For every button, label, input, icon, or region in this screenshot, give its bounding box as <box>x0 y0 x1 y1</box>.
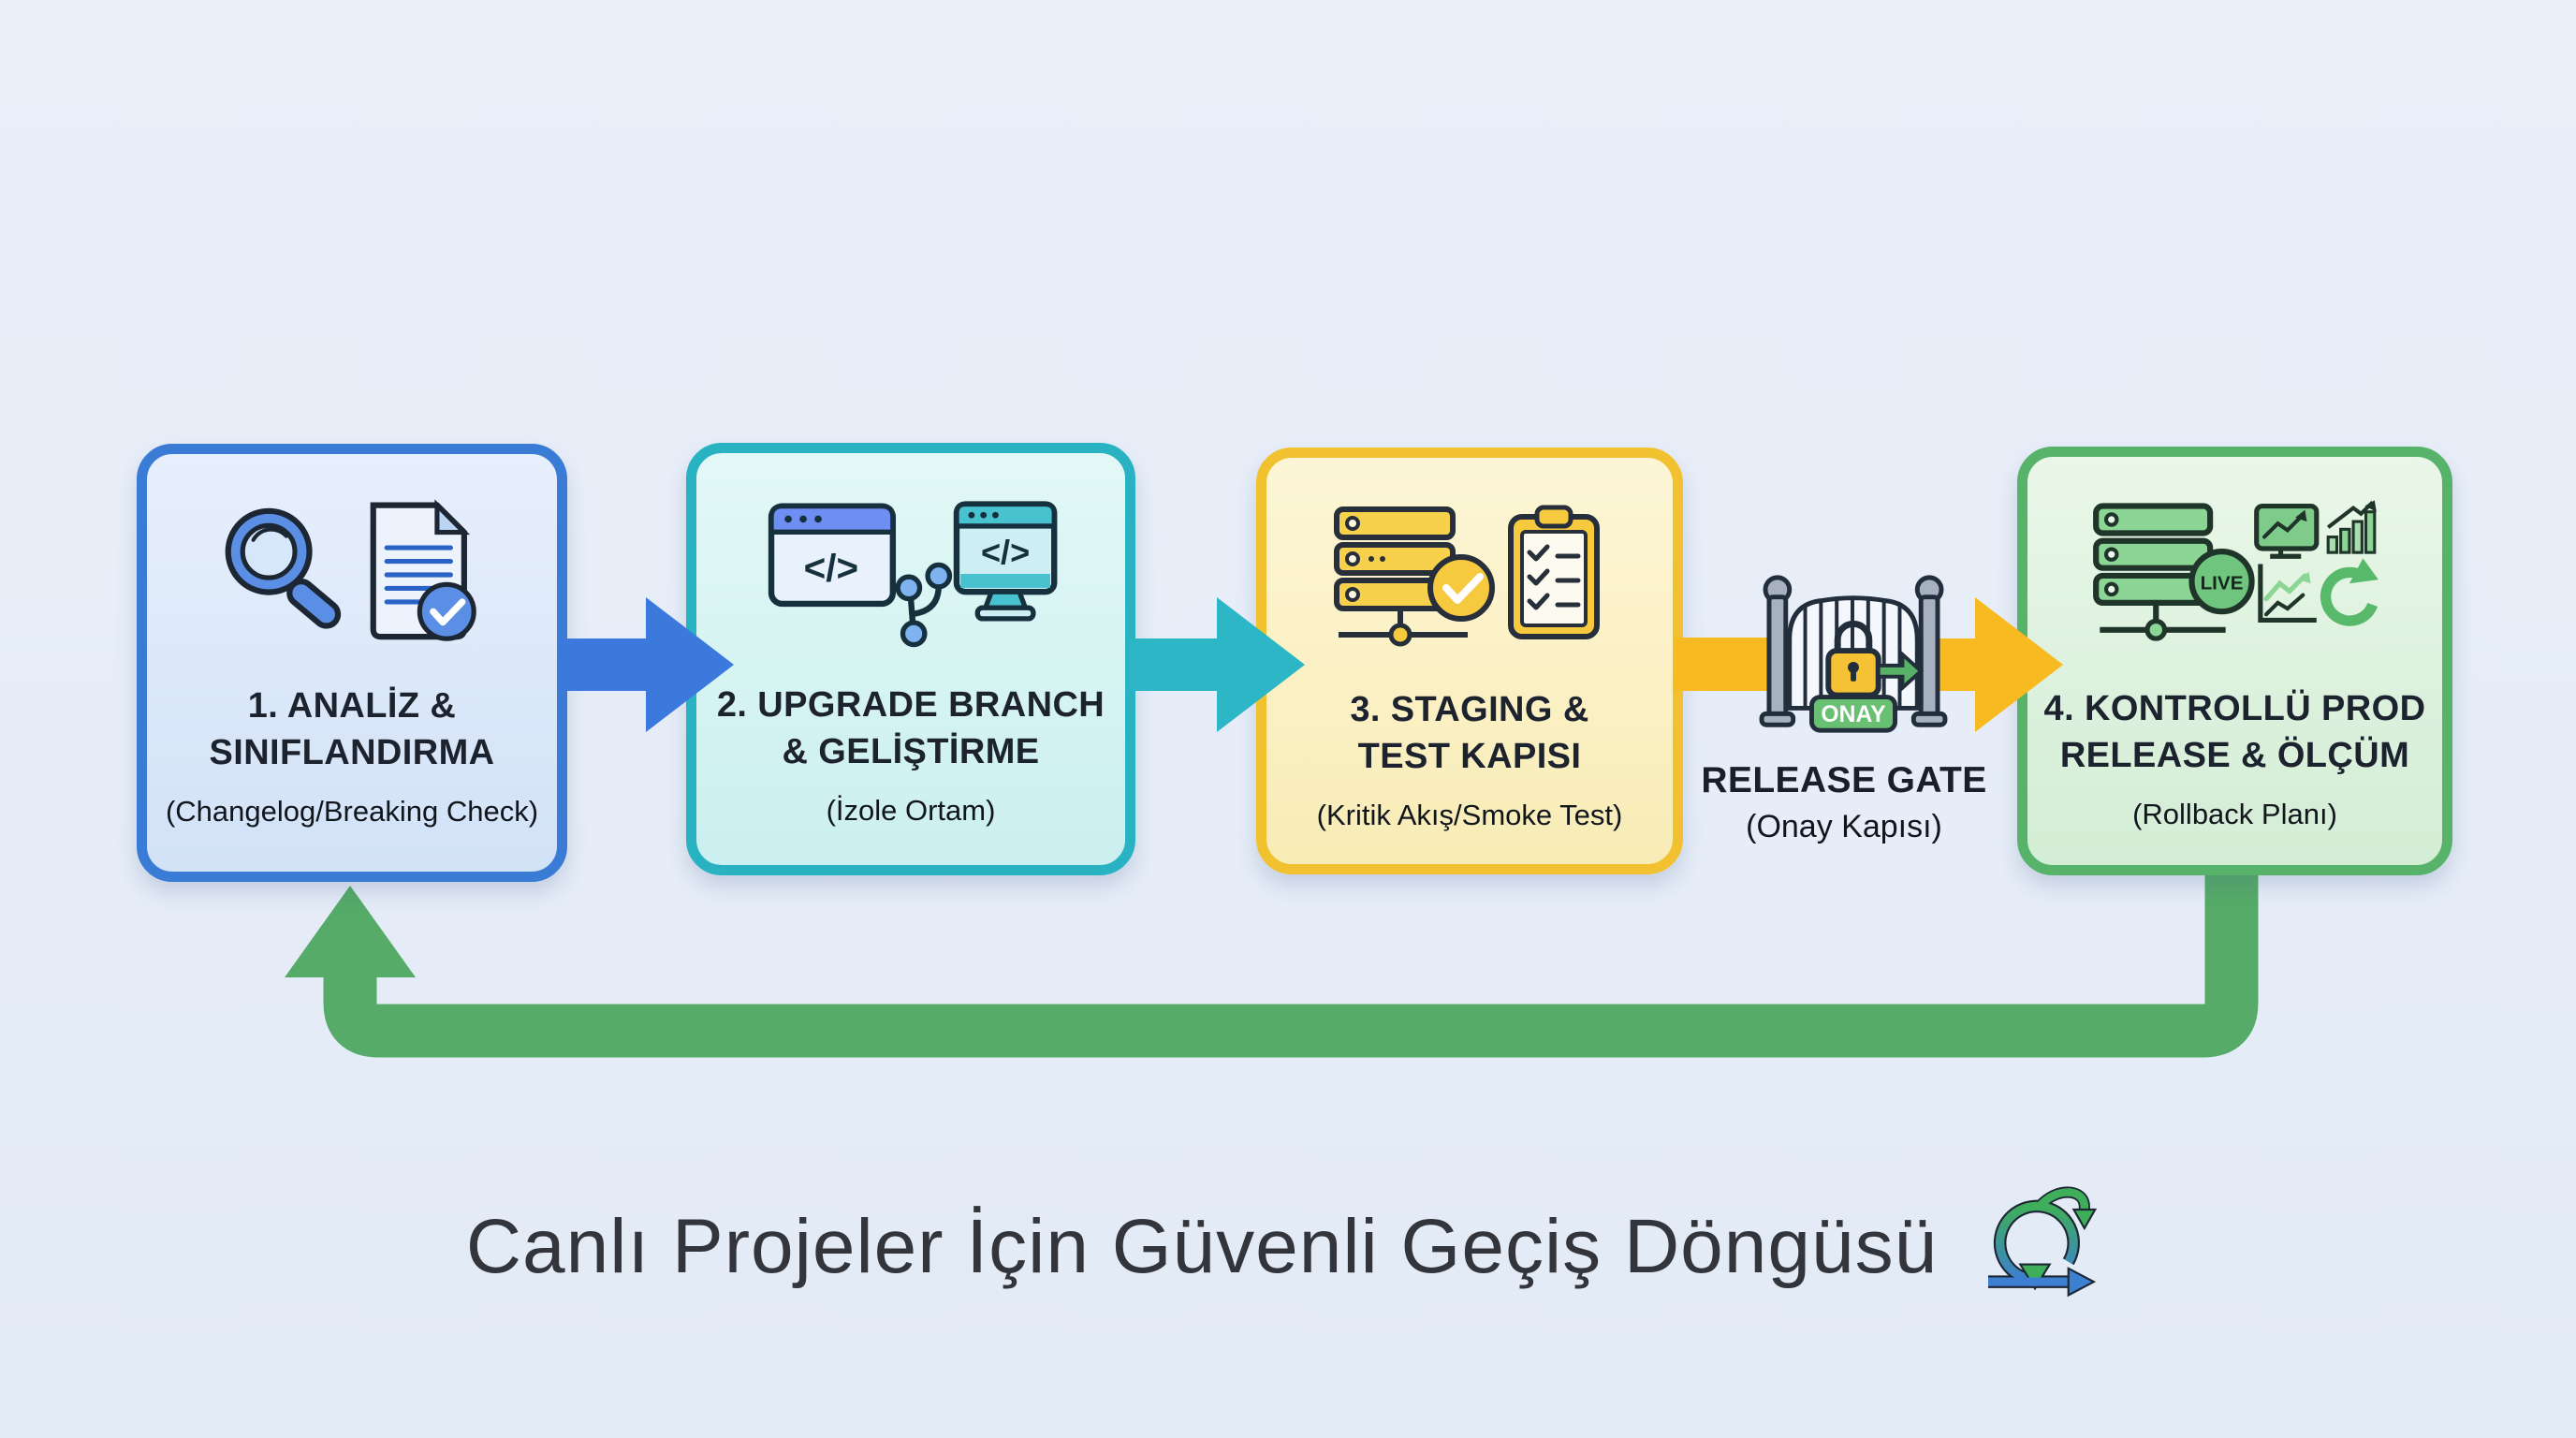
gate-icon: ONAY <box>1759 575 1948 733</box>
step3-box: 3. STAGING & TEST KAPISI (Kritik Akış/Sm… <box>1256 448 1683 874</box>
step2-title: 2. UPGRADE BRANCH & GELİŞTİRME <box>717 682 1105 775</box>
step2-title-line2: & GELİŞTİRME <box>782 732 1040 772</box>
svg-text:</>: </> <box>981 533 1030 571</box>
step1-title-line1: 1. ANALİZ & <box>247 686 457 726</box>
step1-icons <box>207 492 497 658</box>
monitor-chart-icon <box>2253 503 2319 559</box>
arrow-step2-to-step3 <box>1129 597 1305 732</box>
step2-subtitle: (İzole Ortam) <box>826 794 996 828</box>
release-gate: ONAY <box>1756 569 1951 750</box>
step1-title-line2: SINIFLANDIRMA <box>209 733 495 773</box>
live-server-icon: LIVE <box>2092 503 2255 641</box>
gate-post-left <box>1759 575 1796 727</box>
magnifier-icon <box>225 507 342 629</box>
code-window-icon: </> <box>768 503 897 608</box>
release-gate-label: RELEASE GATE (Onay Kapısı) <box>1657 760 2031 845</box>
rollback-arrow-icon <box>2320 558 2378 626</box>
feedback-loop-arrow <box>285 873 2259 1058</box>
step3-title-line2: TEST KAPISI <box>1357 737 1582 777</box>
staging-icons <box>1334 505 1600 647</box>
footer-caption: Canlı Projeler İçin Güvenli Geçiş Döngüs… <box>0 1181 2576 1313</box>
step3-title: 3. STAGING & TEST KAPISI <box>1350 686 1588 780</box>
step2-icons: </> </> <box>761 491 1061 657</box>
step3-subtitle: (Kritik Akış/Smoke Test) <box>1316 799 1623 832</box>
line-chart-icon <box>2257 564 2317 624</box>
step1-subtitle: (Changelog/Breaking Check) <box>165 795 539 829</box>
iteration-cycle-icon <box>1988 1186 2098 1298</box>
step3-icons <box>1329 495 1610 662</box>
code-monitor-icon: </> <box>953 501 1058 622</box>
step4-subtitle: (Rollback Planı) <box>2132 798 2337 831</box>
step4-box: LIVE <box>2017 447 2452 875</box>
step4-icons: LIVE <box>2090 494 2380 661</box>
svg-text:</>: </> <box>804 546 858 589</box>
footer-title: Canlı Projeler İçin Güvenli Geçiş Döngüs… <box>465 1204 1939 1289</box>
step4-title: 4. KONTROLLÜ PROD RELEASE & ÖLÇÜM <box>2044 685 2426 779</box>
git-branch-icon <box>895 562 953 648</box>
step1-title: 1. ANALİZ & SINIFLANDIRMA <box>210 682 495 776</box>
analysis-icons <box>225 499 476 641</box>
step1-box: 1. ANALİZ & SINIFLANDIRMA (Changelog/Bre… <box>137 444 567 882</box>
gate-post-right <box>1910 575 1948 727</box>
step3-title-line1: 3. STAGING & <box>1350 690 1589 729</box>
document-check-icon <box>370 499 476 641</box>
onay-badge: ONAY <box>1809 695 1897 733</box>
server-check-icon <box>1334 506 1495 647</box>
gate-pass-arrow-icon <box>1876 650 1925 693</box>
release-gate-title: RELEASE GATE <box>1701 760 1987 800</box>
step4-title-line1: 4. KONTROLLÜ PROD <box>2043 689 2426 728</box>
release-gate-subtitle: (Onay Kapısı) <box>1746 809 1942 844</box>
prod-release-icons: LIVE <box>2092 500 2378 641</box>
step2-title-line1: 2. UPGRADE BRANCH <box>716 685 1105 725</box>
step2-box: </> </> 2. U <box>686 443 1135 875</box>
checklist-clipboard-icon <box>1508 505 1600 639</box>
bar-chart-icon <box>2326 500 2377 554</box>
arrow-step1-to-step2 <box>558 597 734 732</box>
step4-title-line2: RELEASE & ÖLÇÜM <box>2059 736 2410 776</box>
dev-icons: </> </> <box>768 501 1058 648</box>
svg-text:LIVE: LIVE <box>2200 572 2243 594</box>
svg-text:ONAY: ONAY <box>1821 702 1886 727</box>
arrow-gate-to-step4 <box>1921 597 2063 732</box>
connector-step3-to-gate <box>1674 638 1771 691</box>
